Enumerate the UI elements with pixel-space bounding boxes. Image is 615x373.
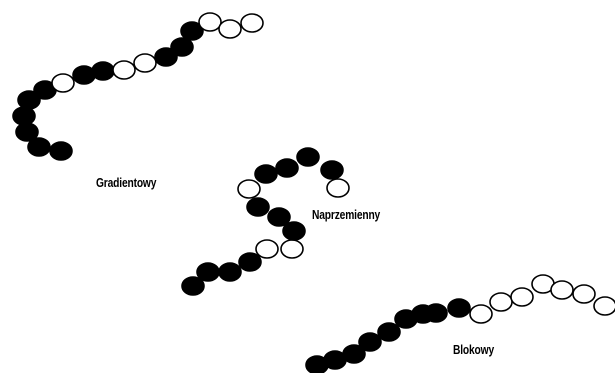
black-monomer-bead: [196, 262, 220, 282]
white-monomer-bead: [240, 13, 264, 33]
alternating-copolymer-chain: [181, 147, 350, 296]
black-monomer-bead: [154, 47, 178, 67]
black-monomer-bead: [91, 61, 115, 81]
white-monomer-bead: [218, 19, 242, 39]
black-monomer-bead: [218, 262, 242, 282]
white-monomer-bead: [51, 73, 75, 93]
black-monomer-bead: [180, 21, 204, 41]
black-monomer-bead: [12, 106, 36, 126]
black-monomer-bead: [238, 252, 262, 272]
black-monomer-bead: [320, 160, 344, 180]
black-monomer-bead: [267, 207, 291, 227]
white-monomer-bead: [237, 179, 261, 199]
block-copolymer-chain: [305, 274, 615, 373]
white-monomer-bead: [255, 239, 279, 259]
black-monomer-bead: [275, 158, 299, 178]
gradient-copolymer-label: Gradientowy: [96, 176, 157, 190]
black-monomer-bead: [170, 37, 194, 57]
white-monomer-bead: [550, 280, 574, 300]
black-monomer-bead: [15, 122, 39, 142]
white-monomer-bead: [593, 296, 615, 316]
black-monomer-bead: [377, 322, 401, 342]
black-monomer-bead: [358, 332, 382, 352]
black-monomer-bead: [282, 221, 306, 241]
black-monomer-bead: [342, 344, 366, 364]
alternating-copolymer-label: Naprzemienny: [312, 208, 381, 222]
black-monomer-bead: [296, 147, 320, 167]
white-monomer-bead: [510, 287, 534, 307]
black-monomer-bead: [246, 197, 270, 217]
gradient-copolymer-chain: [12, 12, 264, 161]
white-monomer-bead: [280, 239, 304, 259]
black-monomer-bead: [17, 90, 41, 110]
white-monomer-bead: [469, 304, 493, 324]
black-monomer-bead: [424, 303, 448, 323]
white-monomer-bead: [198, 12, 222, 32]
white-monomer-bead: [133, 53, 157, 73]
white-monomer-bead: [572, 284, 596, 304]
black-monomer-bead: [49, 141, 73, 161]
black-monomer-bead: [181, 276, 205, 296]
block-copolymer-label: Blokowy: [453, 343, 494, 357]
black-monomer-bead: [254, 164, 278, 184]
white-monomer-bead: [489, 292, 513, 312]
black-monomer-bead: [447, 298, 471, 318]
black-monomer-bead: [27, 137, 51, 157]
white-monomer-bead: [112, 60, 136, 80]
white-monomer-bead: [326, 178, 350, 198]
